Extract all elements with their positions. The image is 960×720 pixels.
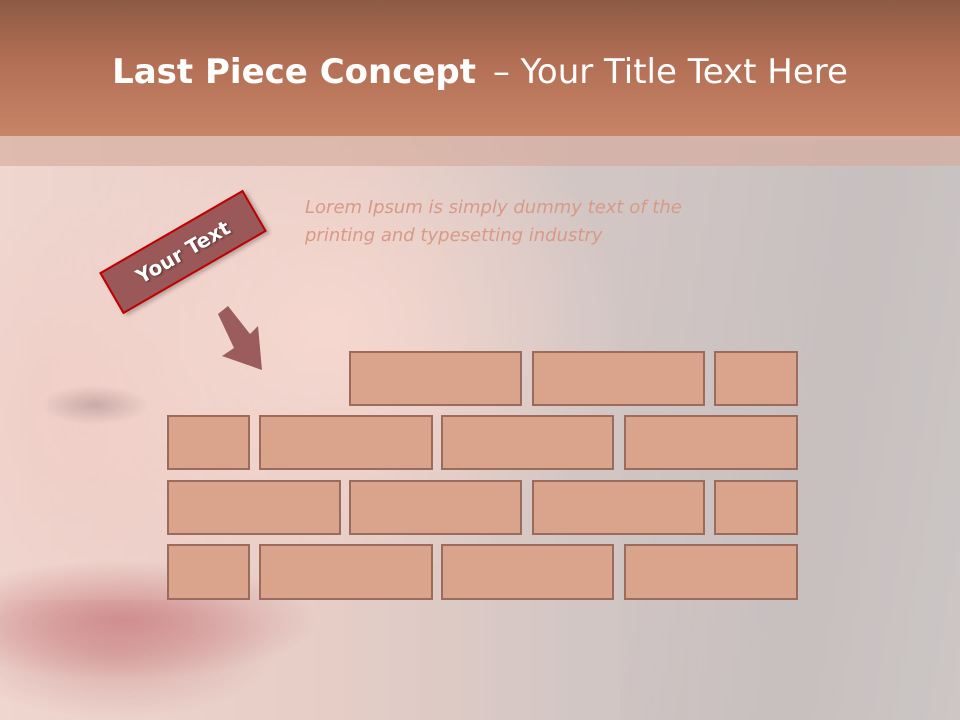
wall-brick <box>349 480 522 535</box>
photo-nose-shadow <box>40 385 150 425</box>
wall-brick <box>349 351 522 406</box>
wall-brick <box>532 351 705 406</box>
wall-brick <box>259 544 433 600</box>
wall-brick <box>624 544 798 600</box>
title-bar <box>0 0 960 136</box>
body-text: Lorem Ipsum is simply dummy text of the … <box>305 197 682 246</box>
wall-brick <box>441 544 614 600</box>
wall-brick <box>714 351 798 406</box>
wall-brick <box>441 415 614 470</box>
wall-brick <box>167 544 250 600</box>
photo-lips-lower <box>0 600 280 720</box>
arrow-down-right-icon <box>218 306 262 370</box>
title-bar-band <box>0 136 960 166</box>
wall-brick <box>167 480 341 535</box>
wall-brick <box>624 415 798 470</box>
slide-title: Last Piece Concept – Your Title Text Her… <box>0 52 960 92</box>
wall-brick <box>532 480 705 535</box>
slide-title-bold: Last Piece Concept <box>112 52 477 92</box>
wall-brick <box>259 415 433 470</box>
slide-title-rest: – Your Title Text Here <box>492 52 848 92</box>
wall-brick <box>714 480 798 535</box>
wall-brick <box>167 415 250 470</box>
